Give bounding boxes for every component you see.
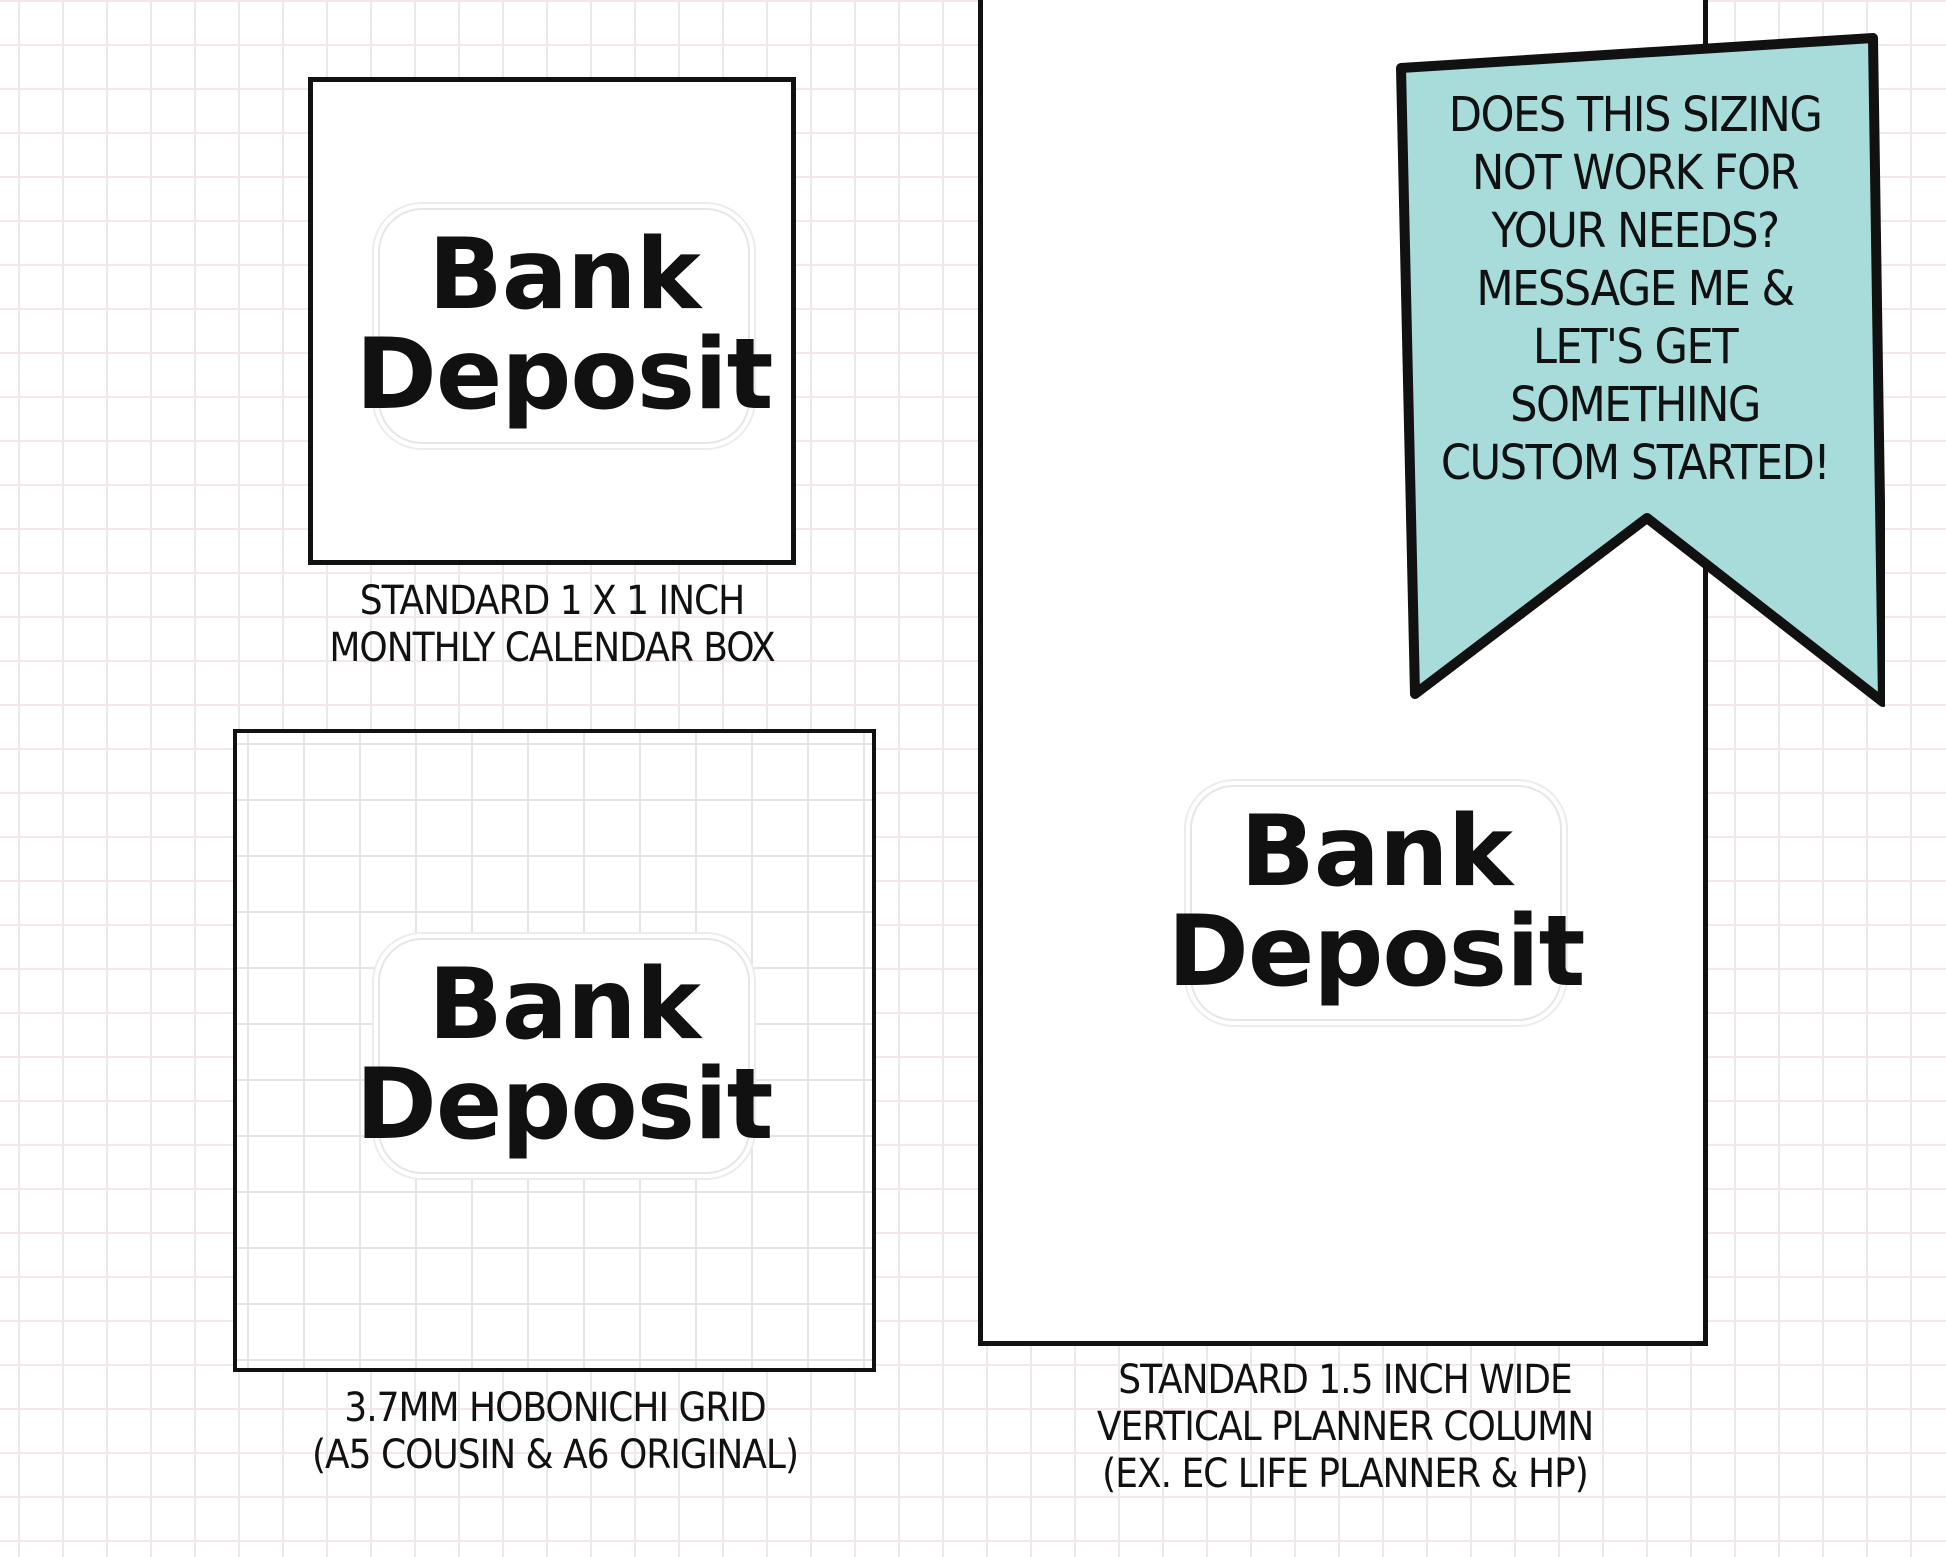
banner-line: SOMETHING (1510, 377, 1761, 433)
banner-flag-shape (1396, 33, 1885, 707)
caption-planner-column: STANDARD 1.5 INCH WIDE VERTICAL PLANNER … (1030, 1357, 1660, 1499)
caption-calendar-line-2: MONTHLY CALENDAR BOX (329, 625, 775, 672)
banner-line: LET'S GET (1532, 319, 1739, 375)
banner-message: DOES THIS SIZING NOT WORK FOR YOUR NEEDS… (1425, 86, 1845, 492)
caption-hobonichi-line-1: 3.7MM HOBONICHI GRID (344, 1385, 766, 1431)
banner-line: MESSAGE ME & (1476, 261, 1795, 317)
sticker-line-2: Deposit (355, 1048, 773, 1162)
caption-calendar-box: STANDARD 1 X 1 INCH MONTHLY CALENDAR BOX (250, 578, 854, 672)
caption-hobonichi-line-2: (A5 COUSIN & A6 ORIGINAL) (311, 1432, 799, 1479)
sticker-line-1: Bank (428, 218, 701, 333)
caption-planner-line-3: (EX. EC LIFE PLANNER & HP) (1102, 1451, 1589, 1498)
caption-hobonichi: 3.7MM HOBONICHI GRID (A5 COUSIN & A6 ORI… (260, 1385, 850, 1479)
sticker-calendar-box: Bank Deposit (355, 208, 774, 444)
banner-line: NOT WORK FOR (1472, 145, 1799, 201)
sticker-line-1: Bank (1240, 795, 1513, 910)
sticker-line-2: Deposit (1167, 895, 1585, 1009)
caption-planner-line-2: VERTICAL PLANNER COLUMN (1096, 1404, 1594, 1451)
custom-order-banner-flag (1396, 33, 1885, 707)
caption-planner-line-1: STANDARD 1.5 INCH WIDE (1118, 1357, 1572, 1403)
sticker-planner-column: Bank Deposit (1167, 785, 1586, 1021)
banner-line: YOUR NEEDS? (1491, 203, 1780, 259)
banner-line: CUSTOM STARTED! (1440, 435, 1831, 491)
banner-line: DOES THIS SIZING (1448, 87, 1823, 143)
sticker-hobonichi: Bank Deposit (355, 938, 774, 1174)
caption-calendar-line-1: STANDARD 1 X 1 INCH (359, 578, 745, 624)
sticker-line-1: Bank (428, 948, 701, 1063)
sticker-line-2: Deposit (355, 318, 773, 432)
